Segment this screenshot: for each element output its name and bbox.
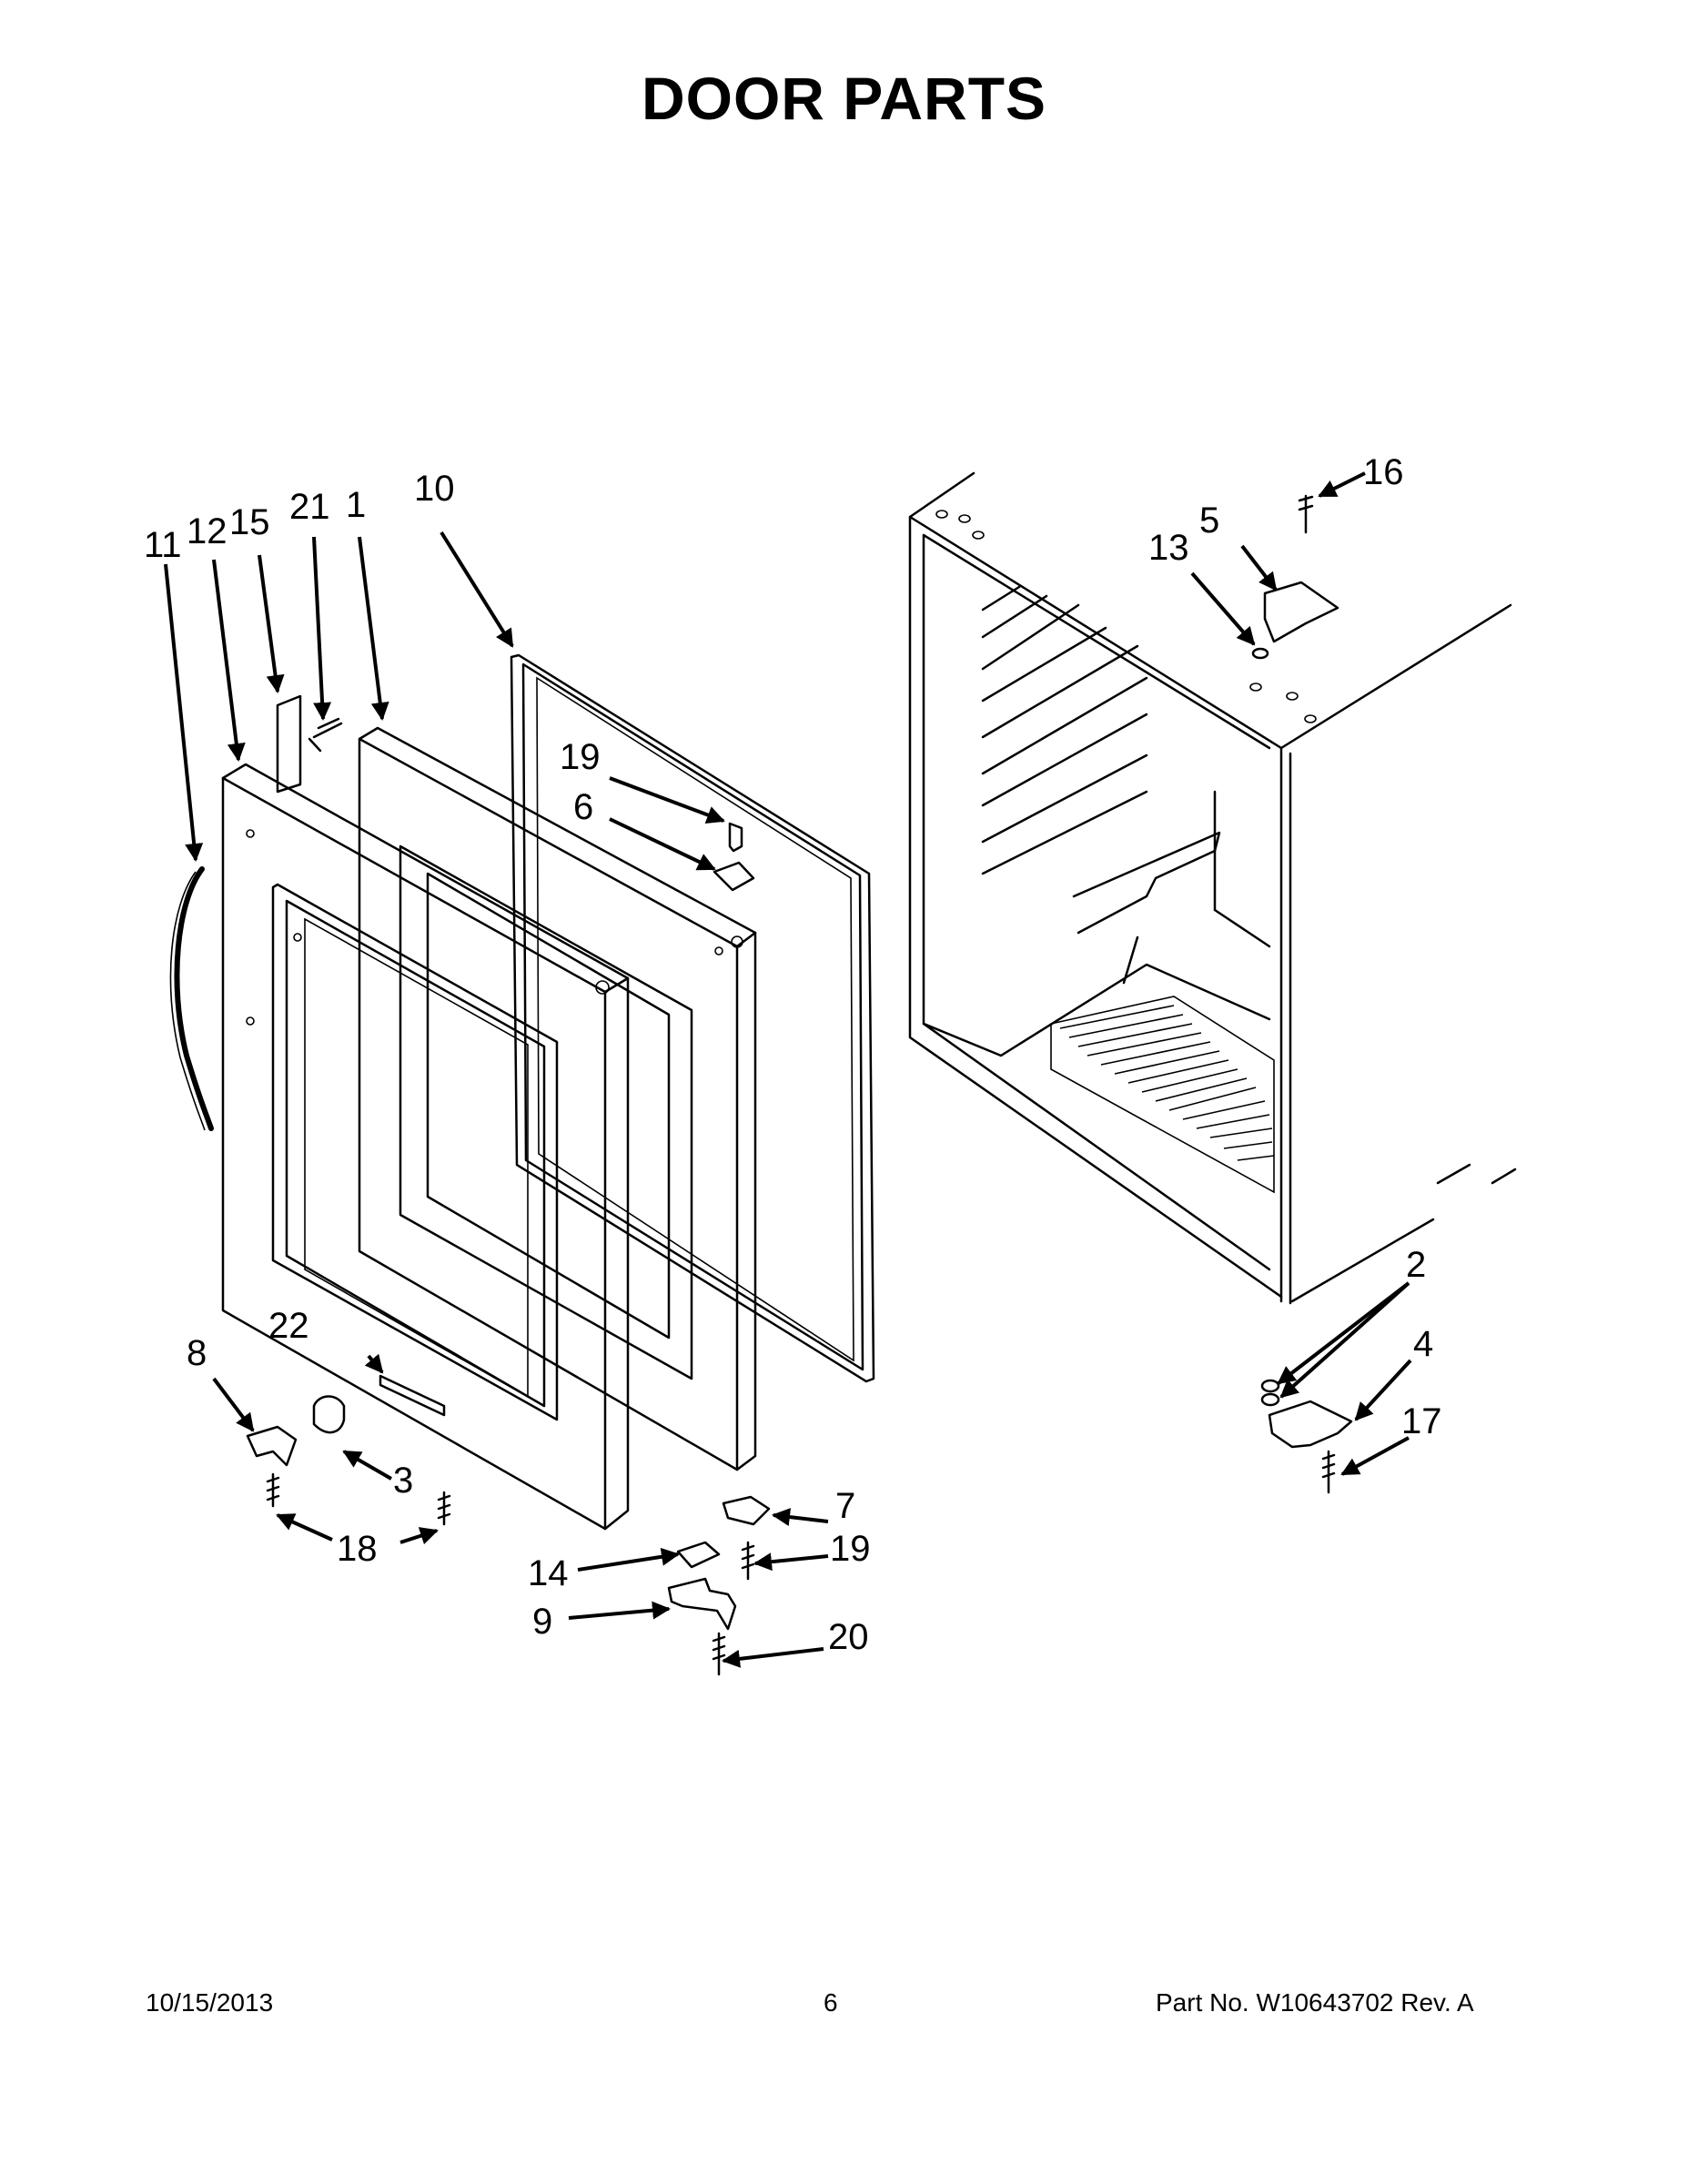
cabinet-spacer (1251, 647, 1269, 660)
callout-1: 1 (346, 485, 366, 525)
callout-19-bottom: 19 (830, 1529, 871, 1569)
callout-8: 8 (187, 1333, 207, 1373)
door-gasket (510, 653, 875, 1383)
callout-7: 7 (835, 1486, 855, 1526)
footer-page-number: 6 (824, 1988, 838, 2017)
hinge-bracket-bottom-left (246, 1425, 298, 1467)
callout-2: 2 (1406, 1245, 1426, 1285)
outer-door-frame (221, 763, 743, 1531)
page-title: DOOR PARTS (641, 65, 1047, 132)
callout-13: 13 (1148, 528, 1189, 568)
door-handle (174, 866, 214, 1131)
badge (379, 1374, 446, 1417)
callout-21: 21 (289, 487, 330, 527)
callout-14: 14 (528, 1553, 569, 1593)
callout-17: 17 (1401, 1401, 1442, 1441)
bottom-hinge (667, 1577, 737, 1631)
callout-3: 3 (393, 1461, 413, 1501)
callout-10: 10 (414, 469, 455, 509)
washer (1260, 1379, 1280, 1393)
door-stop (312, 1395, 346, 1434)
upper-hinge-plate (713, 861, 755, 892)
callout-16: 16 (1363, 452, 1404, 492)
callout-18: 18 (337, 1529, 378, 1569)
callout-9: 9 (532, 1602, 552, 1642)
inner-door-panel (358, 726, 757, 1471)
lower-hinge-plate (722, 1495, 771, 1526)
callout-12: 12 (187, 511, 227, 551)
callout-20: 20 (828, 1617, 869, 1657)
cabinet-top-hinge (1263, 581, 1339, 643)
bottom-hinge-cover (676, 1541, 721, 1569)
handle-screw (308, 717, 343, 753)
footer-date: 10/15/2013 (146, 1988, 274, 2017)
footer-part-number: Part No. W10643702 Rev. A (1156, 1988, 1474, 2017)
callout-5: 5 (1199, 500, 1219, 541)
callout-4: 4 (1413, 1324, 1433, 1364)
callout-19-top: 19 (560, 737, 601, 777)
screw (266, 494, 1336, 1676)
callout-leaders (164, 471, 1412, 1668)
callout-11: 11 (144, 525, 182, 565)
callout-6: 6 (573, 787, 593, 827)
cabinet (908, 471, 1517, 1305)
callout-22: 22 (268, 1306, 309, 1346)
cabinet-bottom-hinge (1268, 1400, 1353, 1449)
callout-15: 15 (229, 502, 270, 542)
hinge-plate (276, 694, 302, 794)
